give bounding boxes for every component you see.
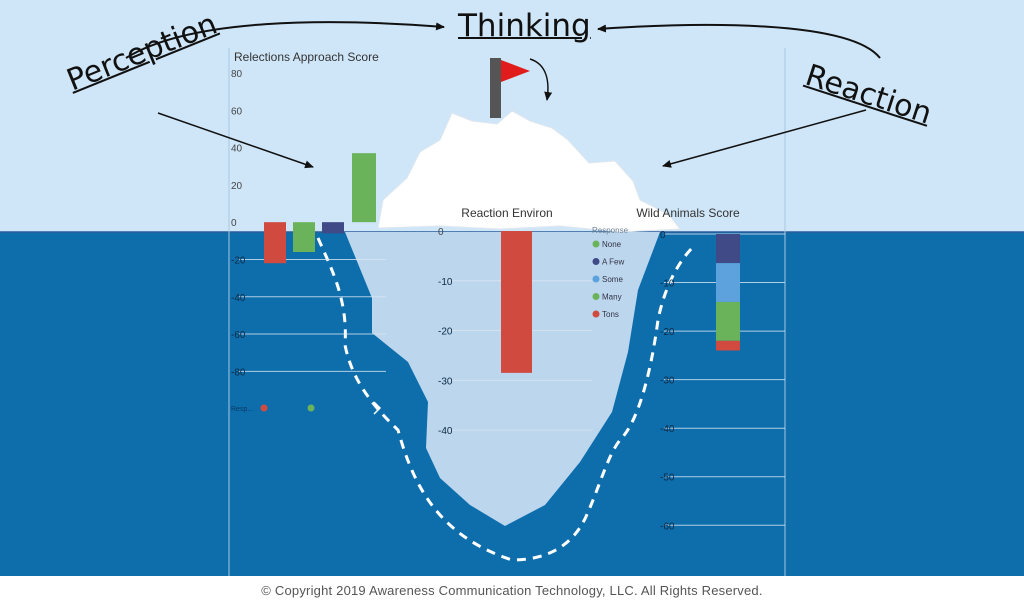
iceberg-underwater [345,232,660,526]
copyright-notice: © Copyright 2019 Awareness Communication… [261,583,763,598]
y-tick-label: -30 [438,376,453,387]
arrow-perception-to-thinking [125,21,445,59]
legend-label: None [602,240,622,249]
dashed-outline [316,237,694,562]
arrow-flag [529,58,553,101]
legend-marker [592,275,600,283]
legend-marker [592,258,600,265]
chart-1: Relections Approach Score 80 60 40 20 0 -20 -40… [231,50,386,415]
y-tick-label: 60 [231,106,243,117]
flag-icon [501,60,530,82]
y-tick-label: -10 [660,279,675,290]
y-tick-label: 0 [660,230,666,241]
legend: Resp... [231,401,382,415]
y-tick-label: -20 [660,327,675,338]
y-tick-label: -10 [438,277,453,288]
y-tick-label: 80 [231,69,243,80]
legend-marker [592,240,600,248]
bar [322,222,344,234]
stack-segment [716,234,740,264]
y-tick-label: -60 [660,521,675,532]
legend-marker [260,404,268,412]
legend-label: A Few [602,258,624,267]
legend-label: Tons [602,310,619,319]
legend-prefix: Resp... [231,406,253,413]
bar [501,231,532,373]
arrow-reaction-to-thinking [597,23,881,59]
legend-title: Response [592,226,629,235]
y-tick-label: 40 [231,144,243,155]
y-tick-label: -80 [231,367,246,378]
legend-label: Many [602,293,622,302]
flag-pole [490,58,501,118]
y-tick-label: -50 [660,473,675,484]
legend-marker [592,293,600,300]
y-tick-label: -60 [231,330,246,341]
y-tick-label: -20 [438,327,453,338]
arrow-perception-to-chart [157,112,314,169]
footer-strip [0,576,1024,607]
chart-title: Relections Approach Score [234,50,379,64]
stack-segment [716,340,740,351]
y-tick-label: 20 [231,181,243,192]
bar [293,222,315,253]
legend-marker [592,310,600,318]
bar [352,153,376,223]
y-tick-label: 0 [438,227,444,238]
y-tick-label: 0 [231,218,237,229]
y-tick-label: -40 [660,424,675,435]
arrow-reaction-to-chart [662,109,867,168]
chart-title: Reaction Environ [461,206,552,220]
chart-3: Wild Animals Score 0 -10 -20 -30 -40 -50 -60 [636,206,785,532]
stack-segment [716,263,740,302]
thinking-heading: Thinking [458,8,591,44]
legend-label: Some [602,275,623,284]
chart-2: Reaction Environ 0 -10 -20 -30 -40 ResponseNon… [438,206,629,437]
y-tick-label: -20 [231,255,246,266]
legend-next-icon [373,401,382,415]
iceberg-above-water [377,110,682,233]
bar [264,222,286,264]
chart-title: Wild Animals Score [636,206,740,220]
y-tick-label: -40 [231,293,246,304]
y-tick-label: -30 [660,376,675,387]
stack-segment [716,301,740,341]
y-tick-label: -40 [438,426,453,437]
legend-marker [307,404,315,412]
